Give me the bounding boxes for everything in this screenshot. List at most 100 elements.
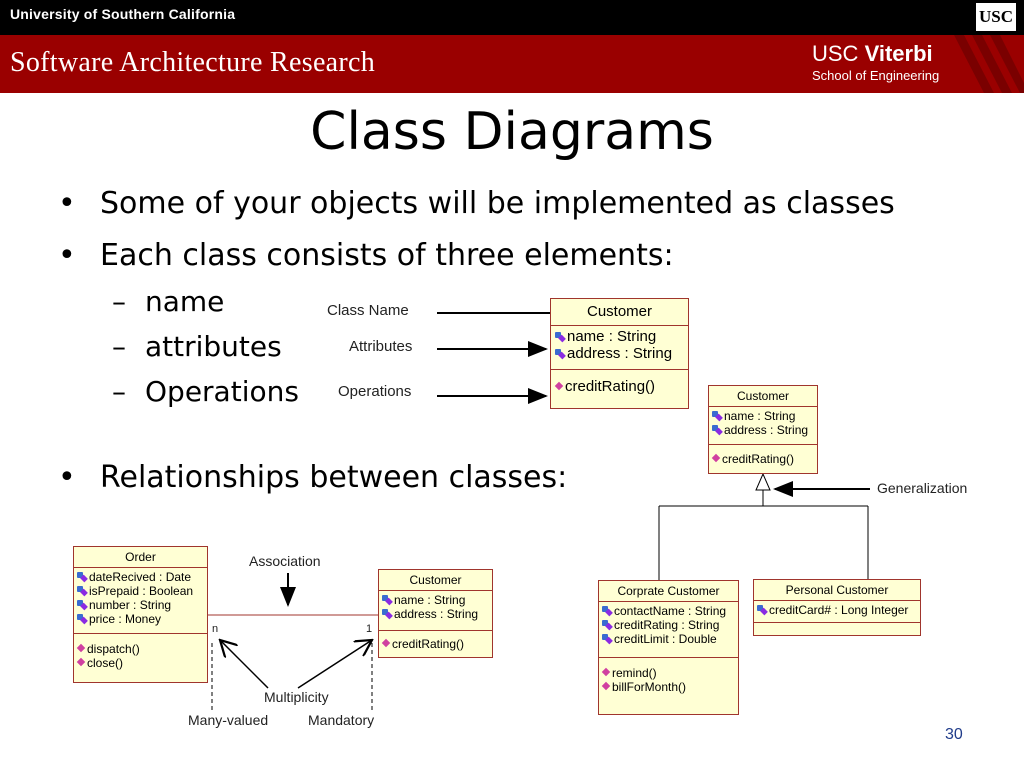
attribute-text: creditLimit : Double [614,632,717,646]
attribute-icon [602,620,612,630]
attribute-icon [77,586,87,596]
attribute-text: name : String [724,409,796,423]
attribute-row: dateRecived : Date [77,570,204,584]
attribute-text: address : String [394,607,479,621]
attribute-text: address : String [724,423,809,437]
attribute-row: name : String [382,593,489,607]
group-name: Software Architecture Research [10,47,376,78]
attribute-row: address : String [555,345,684,362]
attribute-text: contactName : String [614,604,727,618]
attribute-icon [712,425,722,435]
operation-text: creditRating() [392,637,465,651]
label-many-valued: Many-valued [188,712,269,728]
attribute-text: name : String [567,328,657,345]
class-customer-parent: Customer name : String address : String … [708,385,818,474]
class-customer-example: Customer name : String address : String … [550,298,689,409]
label-association: Association [249,553,321,569]
class-order: Order dateRecived : Date isPrepaid : Boo… [73,546,208,683]
label-multiplicity: Multiplicity [264,689,329,705]
operation-row: close() [76,656,204,670]
class-name: Customer [551,299,688,326]
class-attributes: name : String address : String [709,407,817,445]
bullet-objects: Some of your objects will be implemented… [100,186,895,221]
attribute-icon [555,349,565,359]
attribute-icon [602,606,612,616]
operation-text: creditRating() [722,452,795,466]
class-operations: creditRating() [709,445,817,473]
attribute-text: creditRating : String [614,618,720,632]
operation-icon [381,638,391,648]
bullet-relationships: Relationships between classes: [100,460,568,495]
operation-text: creditRating() [565,378,656,395]
attribute-row: creditCard# : Long Integer [757,603,917,617]
attribute-row: address : String [712,423,814,437]
class-name: Corprate Customer [599,581,738,602]
attribute-text: creditCard# : Long Integer [769,603,909,617]
class-name: Customer [379,570,492,591]
operation-icon [554,381,564,391]
label-operations: Operations [338,383,412,400]
sub-bullet-operations: Operations [145,375,299,408]
operation-row: remind() [601,666,735,680]
operation-text: close() [87,656,124,670]
bullet-elements: Each class consists of three elements: [100,238,674,273]
label-class-name: Class Name [327,302,409,319]
label-multiplicity-n: n [212,623,219,635]
class-name: Personal Customer [754,580,920,601]
usc-logo: USC [976,3,1016,33]
class-corporate-customer: Corprate Customer contactName : String c… [598,580,739,715]
class-operations [754,623,920,636]
bullet-dot: • [58,186,76,221]
attribute-icon [77,572,87,582]
attribute-icon [77,614,87,624]
attribute-icon [555,332,565,342]
operation-icon [76,657,86,667]
operation-row: dispatch() [76,642,204,656]
sub-bullet-dash: – [112,285,126,318]
attribute-icon [382,595,392,605]
attribute-row: number : String [77,598,204,612]
attribute-icon [77,600,87,610]
generalization-triangle [755,472,771,491]
attribute-row: name : String [555,328,684,345]
attribute-row: contactName : String [602,604,735,618]
label-generalization: Generalization [877,480,968,496]
slide-title: Class Diagrams [310,102,714,162]
label-mandatory: Mandatory [308,712,375,728]
school-logo-usc: USC [812,41,859,66]
class-attributes: creditCard# : Long Integer [754,601,920,623]
attribute-text: number : String [89,598,172,612]
label-attributes: Attributes [349,338,413,355]
label-multiplicity-1: 1 [366,623,373,635]
class-attributes: dateRecived : Date isPrepaid : Boolean n… [74,568,207,634]
operation-text: remind() [612,666,657,680]
attribute-text: name : String [394,593,466,607]
operation-icon [76,643,86,653]
attribute-text: isPrepaid : Boolean [89,584,194,598]
attribute-icon [602,634,612,644]
operation-icon [711,453,721,463]
class-attributes: name : String address : String [551,326,688,370]
attribute-row: creditRating : String [602,618,735,632]
sub-bullet-attributes: attributes [145,330,282,363]
class-operations: dispatch() close() [74,634,207,678]
class-attributes: contactName : String creditRating : Stri… [599,602,738,658]
operation-row: creditRating() [554,378,684,395]
operation-row: creditRating() [711,452,814,466]
school-logo-viterbi: Viterbi [864,41,933,66]
class-customer-associated: Customer name : String address : String … [378,569,493,658]
operation-text: billForMonth() [612,680,687,694]
page-number: 30 [945,726,963,743]
class-attributes: name : String address : String [379,591,492,631]
attribute-row: creditLimit : Double [602,632,735,646]
attribute-text: address : String [567,345,673,362]
attribute-row: isPrepaid : Boolean [77,584,204,598]
school-logo-line1: USC Viterbi [812,41,933,67]
top-banner: University of Southern California USC [0,0,1024,35]
attribute-icon [757,605,767,615]
arrow-multiplicity-n [220,640,269,689]
attribute-row: name : String [712,409,814,423]
operation-row: billForMonth() [601,680,735,694]
class-name: Customer [709,386,817,407]
